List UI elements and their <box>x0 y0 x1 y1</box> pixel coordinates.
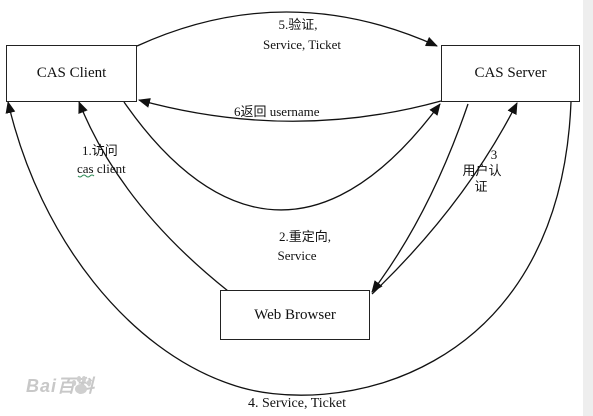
step5-label-line1: 5.验证, <box>278 17 318 32</box>
arrow-step4-service-ticket <box>5 101 572 396</box>
step4-label: 4. Service, Ticket <box>248 396 346 411</box>
step1-label-line1: 1.访问 <box>82 143 118 158</box>
arrow-step5-verify <box>136 11 438 47</box>
step2-label-line1: 2.重定向, <box>278 229 331 244</box>
arrow-step1-access <box>78 101 229 292</box>
web-browser-label: Web Browser <box>254 306 336 323</box>
spellcheck-underline <box>77 174 95 178</box>
right-edge-shade <box>583 0 593 416</box>
cas-client-node: CAS Client <box>6 45 137 102</box>
step3-label-line2: 用户认 <box>462 163 502 178</box>
arrow-step2-redirect <box>123 101 441 211</box>
cas-client-label: CAS Client <box>36 65 107 81</box>
step2-label-line2: Service <box>277 248 317 263</box>
cas-server-node: CAS Server <box>441 45 580 102</box>
step3-label-line1: 3 <box>490 147 498 162</box>
web-browser-node: Web Browser <box>220 290 370 340</box>
step6-label: 6返回 username <box>234 104 320 119</box>
arrow-step3-authenticate <box>371 102 518 295</box>
step3-label-line3: 证 <box>474 179 488 194</box>
step5-label-line2: Service, Ticket <box>263 37 341 52</box>
paw-icon <box>71 376 92 394</box>
cas-server-label: CAS Server <box>474 65 547 81</box>
arrow-step6-return-username <box>138 98 442 122</box>
step1-label-line2: cas client <box>77 161 126 176</box>
arrow-step3-back <box>371 103 469 293</box>
